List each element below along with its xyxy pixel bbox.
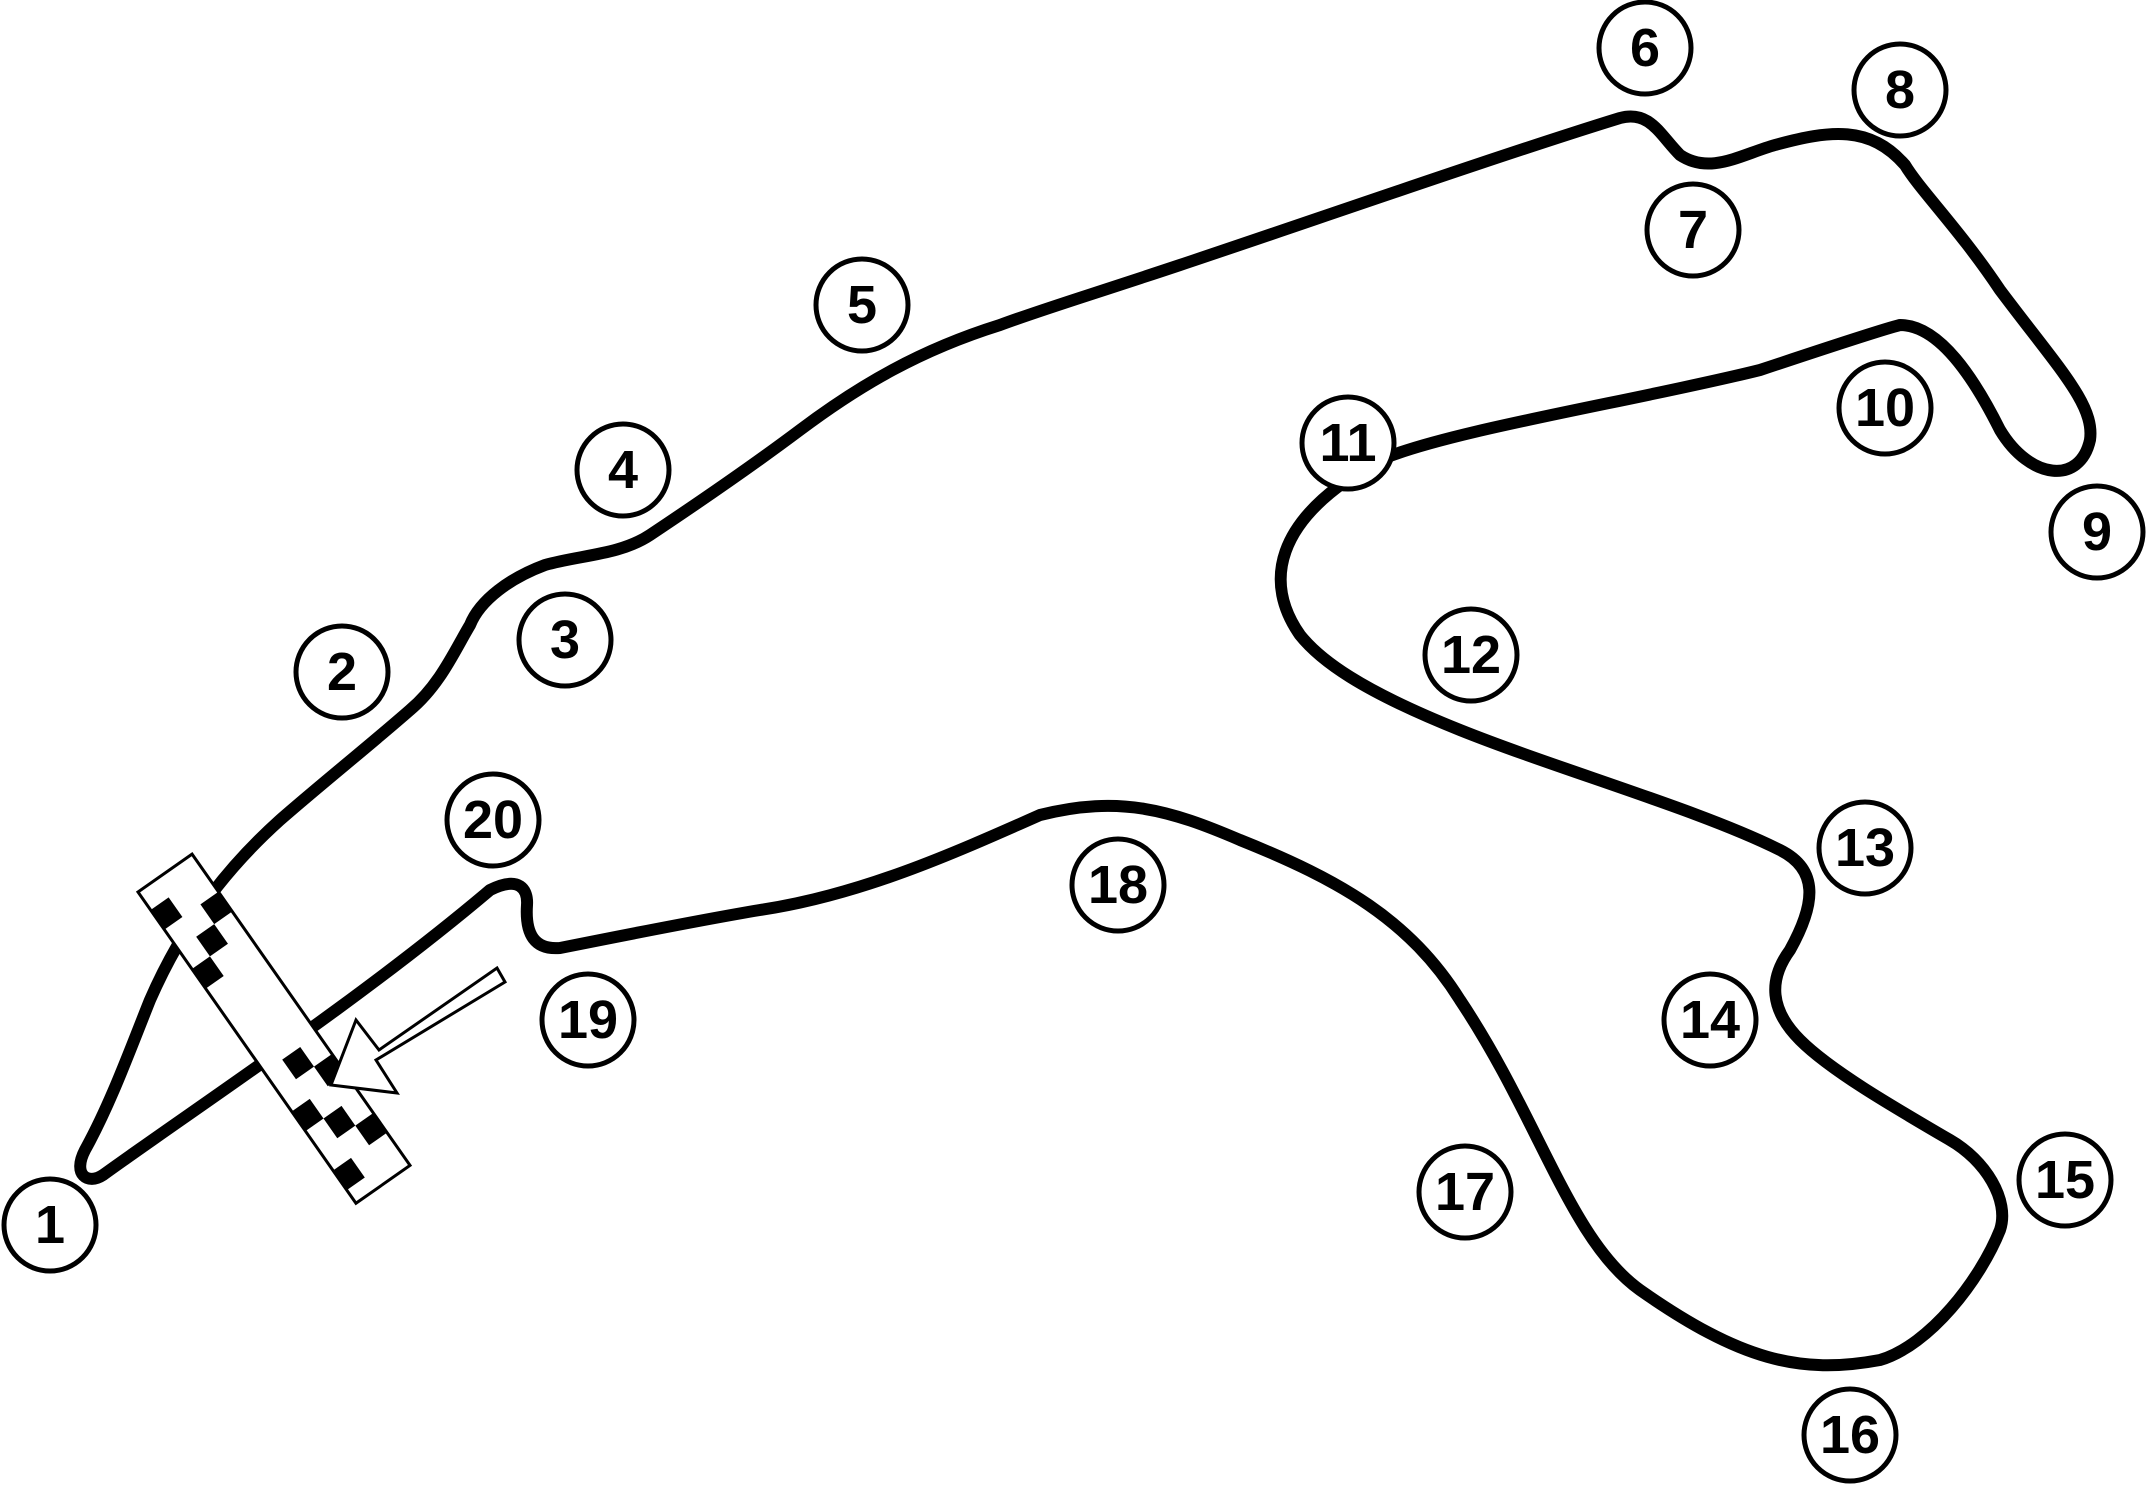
turn-label: 18 xyxy=(1088,855,1148,915)
turn-marker: 18 xyxy=(1069,836,1167,934)
turn-label: 20 xyxy=(463,790,523,850)
turn-label: 10 xyxy=(1855,378,1915,438)
track-path xyxy=(74,110,2097,1372)
turn-label: 9 xyxy=(2082,502,2112,562)
turn-marker: 13 xyxy=(1816,799,1914,897)
turn-label: 7 xyxy=(1678,200,1708,260)
turn-marker: 8 xyxy=(1851,41,1949,139)
turn-marker: 12 xyxy=(1422,606,1520,704)
turn-marker: 17 xyxy=(1416,1143,1514,1241)
turn-marker: 14 xyxy=(1661,971,1759,1069)
turn-marker: 15 xyxy=(2016,1131,2114,1229)
turn-label: 15 xyxy=(2035,1150,2095,1210)
turn-marker: 1 xyxy=(1,1176,99,1274)
turn-label: 19 xyxy=(558,990,618,1050)
turn-marker: 19 xyxy=(539,971,637,1069)
turn-label: 6 xyxy=(1630,18,1660,78)
turn-label: 17 xyxy=(1435,1162,1495,1222)
turn-marker: 7 xyxy=(1644,181,1742,279)
turn-marker: 20 xyxy=(444,771,542,869)
turn-marker: 9 xyxy=(2048,483,2146,581)
checkered-flag-icon xyxy=(135,852,413,1206)
turn-marker: 16 xyxy=(1801,1386,1899,1484)
turn-label: 3 xyxy=(550,610,580,670)
turn-marker: 11 xyxy=(1299,394,1397,492)
turn-label: 14 xyxy=(1680,990,1740,1050)
turn-marker: 10 xyxy=(1836,359,1934,457)
turn-label: 5 xyxy=(847,275,877,335)
turn-marker: 4 xyxy=(574,421,672,519)
turn-marker: 6 xyxy=(1596,0,1694,97)
turn-label: 11 xyxy=(1319,413,1376,473)
turn-label: 8 xyxy=(1885,60,1915,120)
turn-marker: 2 xyxy=(293,623,391,721)
turn-label: 2 xyxy=(327,642,357,702)
turn-label: 16 xyxy=(1820,1405,1880,1465)
direction-arrow-icon xyxy=(328,965,508,1095)
turn-label: 12 xyxy=(1441,625,1501,685)
turn-label: 1 xyxy=(35,1195,65,1255)
turn-marker: 3 xyxy=(516,591,614,689)
turn-label: 4 xyxy=(608,440,638,500)
turn-marker: 5 xyxy=(813,256,911,354)
turn-label: 13 xyxy=(1835,818,1895,878)
